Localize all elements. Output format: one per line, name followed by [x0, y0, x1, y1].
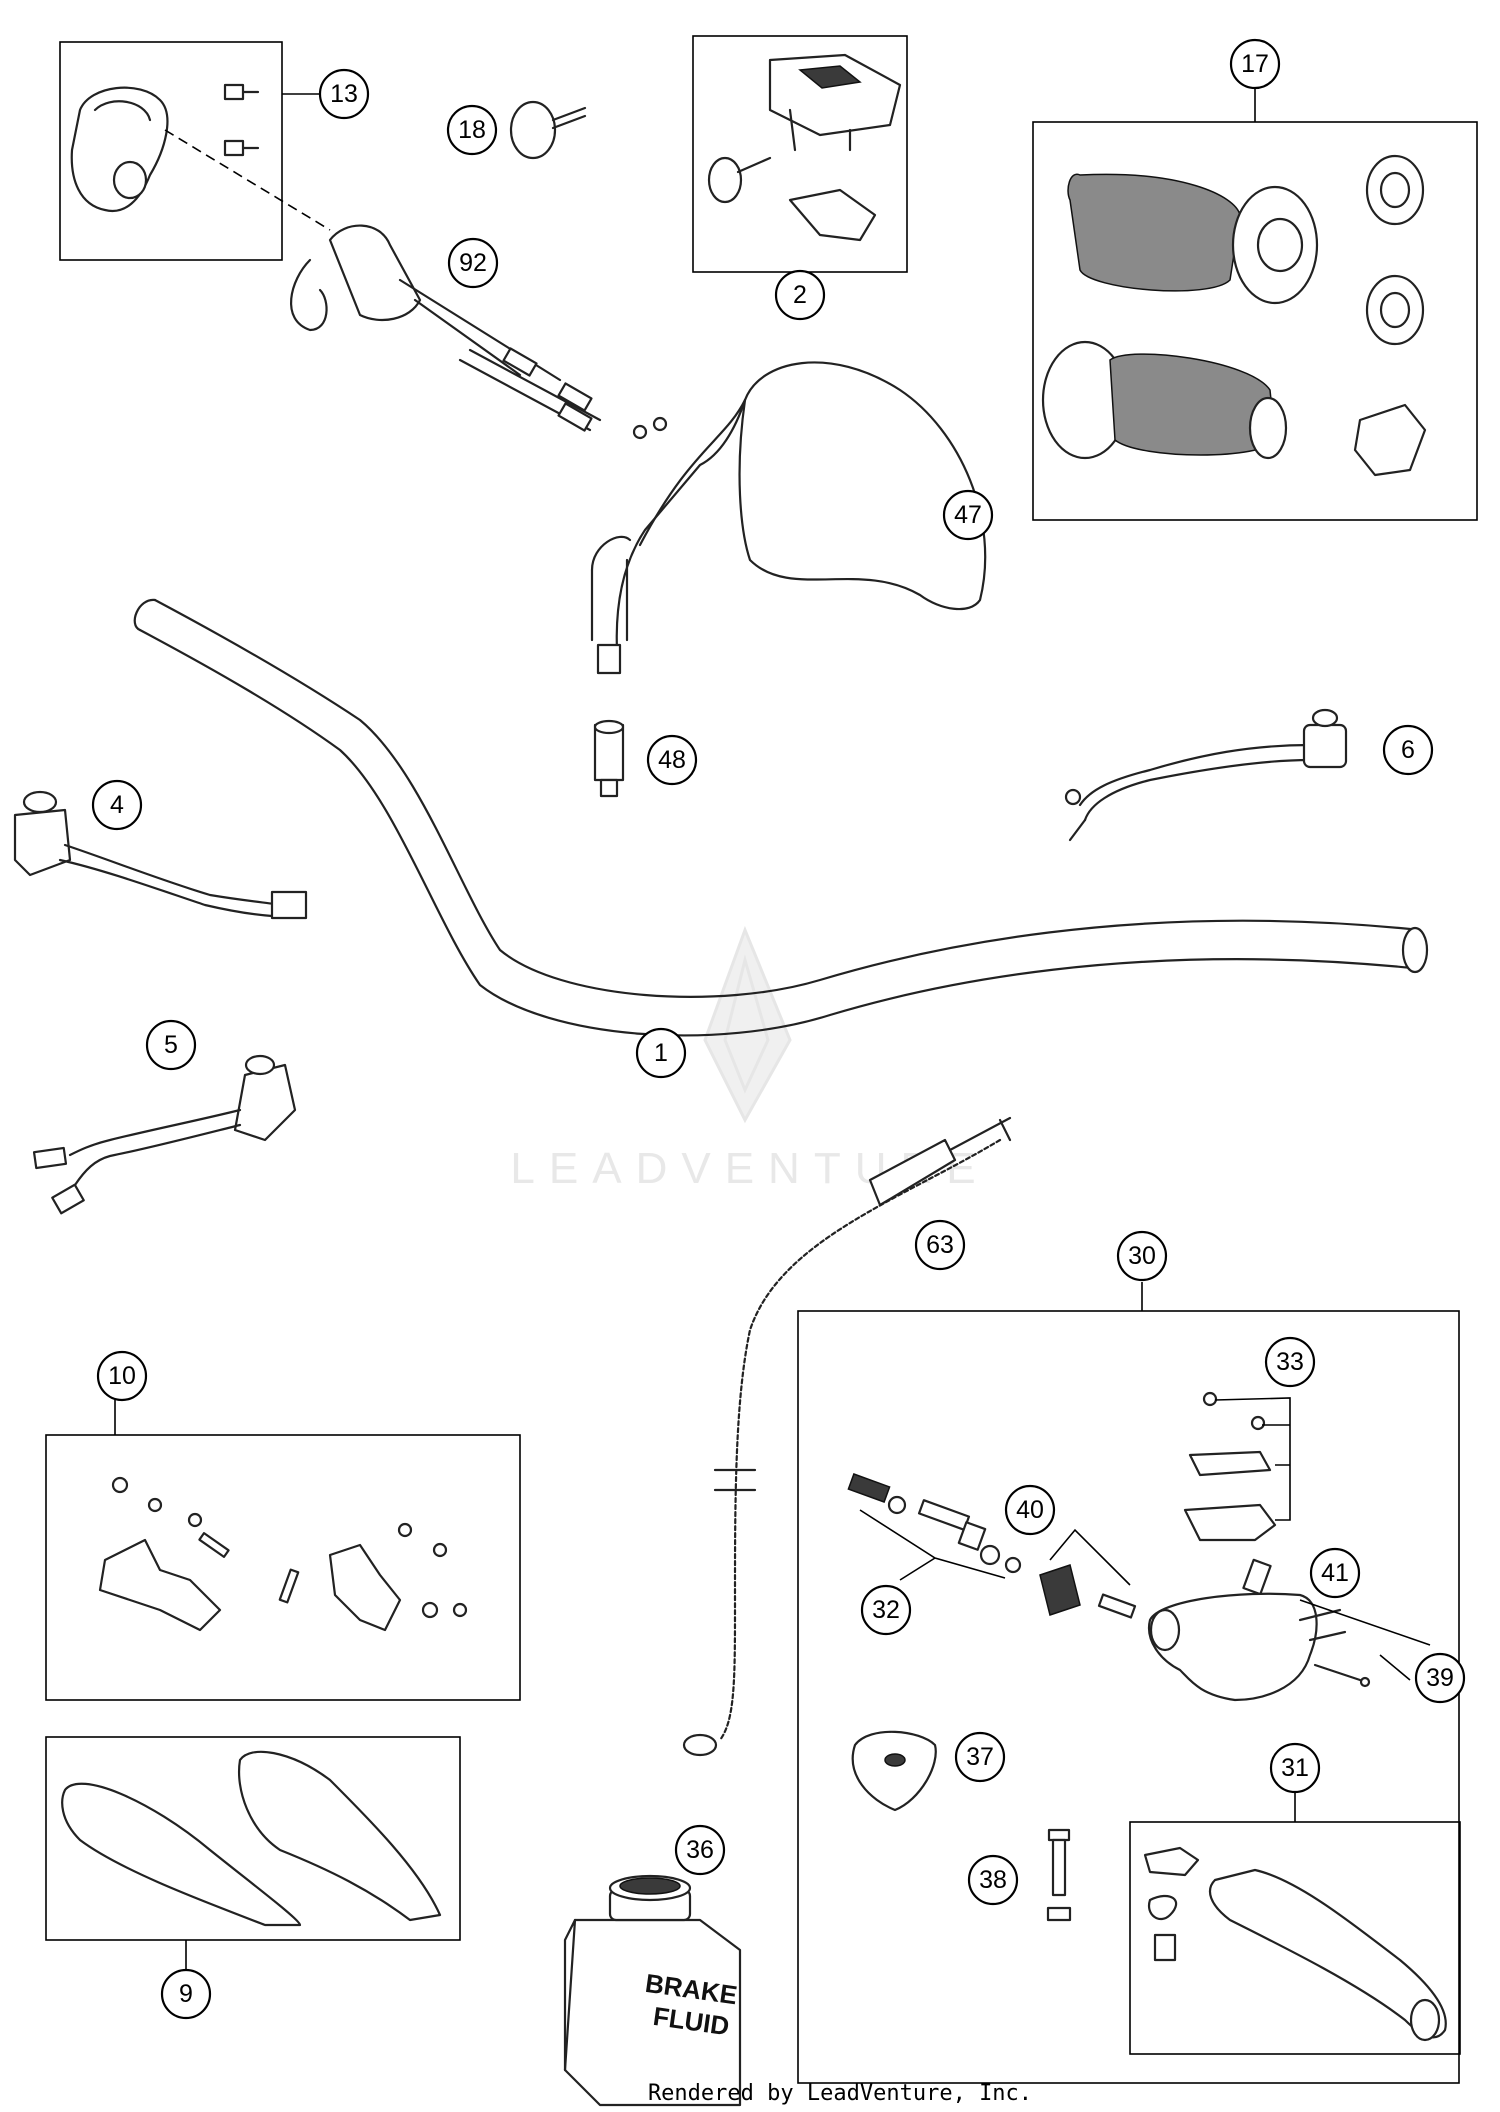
svg-text:5: 5 [164, 1031, 178, 1059]
svg-text:10: 10 [108, 1362, 136, 1390]
part-18-cable-tie [509, 100, 587, 160]
callout-92: 92 [447, 237, 499, 289]
svg-text:6: 6 [1401, 736, 1415, 764]
callout-32: 32 [860, 1584, 912, 1636]
svg-text:47: 47 [954, 501, 982, 529]
part-36-brake-fluid: BRAKE FLUID [563, 1874, 742, 2107]
callout-31: 31 [1269, 1742, 1321, 1794]
svg-text:63: 63 [926, 1231, 954, 1259]
callout-18: 18 [446, 104, 498, 156]
part-10-handguard-mounts [98, 1476, 468, 1632]
callout-4: 4 [91, 779, 143, 831]
callout-10: 10 [96, 1350, 148, 1402]
leader-lines [114, 88, 1296, 1970]
svg-text:4: 4 [110, 791, 124, 819]
watermark-logo-icon [703, 925, 792, 1124]
svg-text:38: 38 [979, 1866, 1007, 1894]
svg-text:1: 1 [654, 1039, 668, 1067]
callout-2: 2 [774, 269, 826, 321]
box-10 [45, 1434, 521, 1701]
callout-17: 17 [1229, 38, 1281, 90]
part-5-switch-lower [32, 1054, 297, 1215]
part-13-switch-housing [70, 83, 331, 231]
part-48-mirror-adapter [593, 719, 625, 798]
callout-36: 36 [674, 1824, 726, 1876]
svg-text:9: 9 [179, 1980, 193, 2008]
callout-38: 38 [967, 1854, 1019, 1906]
svg-text:17: 17 [1241, 50, 1269, 78]
box-13 [59, 41, 283, 261]
svg-text:41: 41 [1321, 1559, 1349, 1587]
svg-text:33: 33 [1276, 1348, 1304, 1376]
part-47-mirror [590, 361, 987, 675]
callout-39: 39 [1414, 1652, 1466, 1704]
part-9-handguards [61, 1750, 442, 1927]
callout-13: 13 [318, 68, 370, 120]
callout-37: 37 [954, 1731, 1006, 1783]
footer-credit: Rendered by LeadVenture, Inc. [648, 2081, 1032, 2106]
svg-text:36: 36 [686, 1836, 714, 1864]
callout-9: 9 [160, 1968, 212, 2020]
part-2-throttle-cover [707, 53, 902, 242]
svg-text:13: 13 [330, 80, 358, 108]
handlebar-end [1401, 926, 1429, 974]
svg-text:18: 18 [458, 116, 486, 144]
callout-48: 48 [646, 734, 698, 786]
callout-47: 47 [942, 489, 994, 541]
handlebar-edge [138, 628, 1414, 1037]
svg-text:2: 2 [793, 281, 807, 309]
part-30-master-cylinder [847, 1391, 1447, 2042]
handlebar-left-end [133, 598, 157, 632]
callout-41: 41 [1309, 1547, 1361, 1599]
svg-text:37: 37 [966, 1743, 994, 1771]
svg-text:92: 92 [459, 249, 487, 277]
part-4-switch-left [13, 790, 308, 920]
box-9 [45, 1736, 461, 1941]
part-17-grips [1041, 154, 1427, 477]
part-63-brake-hose [682, 1116, 1012, 1757]
callout-1: 1 [635, 1027, 687, 1079]
part-6-switch-right [1064, 708, 1348, 842]
callout-63: 63 [914, 1219, 966, 1271]
svg-text:48: 48 [658, 746, 686, 774]
svg-text:32: 32 [872, 1596, 900, 1624]
svg-text:30: 30 [1128, 1242, 1156, 1270]
callout-30: 30 [1116, 1230, 1168, 1282]
callout-40: 40 [1004, 1484, 1056, 1536]
svg-text:39: 39 [1426, 1664, 1454, 1692]
svg-text:31: 31 [1281, 1754, 1309, 1782]
callout-33: 33 [1264, 1336, 1316, 1388]
box-30 [797, 1310, 1460, 2084]
part-92-throttle-cables [289, 224, 668, 440]
handlebar [153, 598, 1422, 998]
callout-6: 6 [1382, 724, 1434, 776]
callout-5: 5 [145, 1019, 197, 1071]
svg-text:40: 40 [1016, 1496, 1044, 1524]
